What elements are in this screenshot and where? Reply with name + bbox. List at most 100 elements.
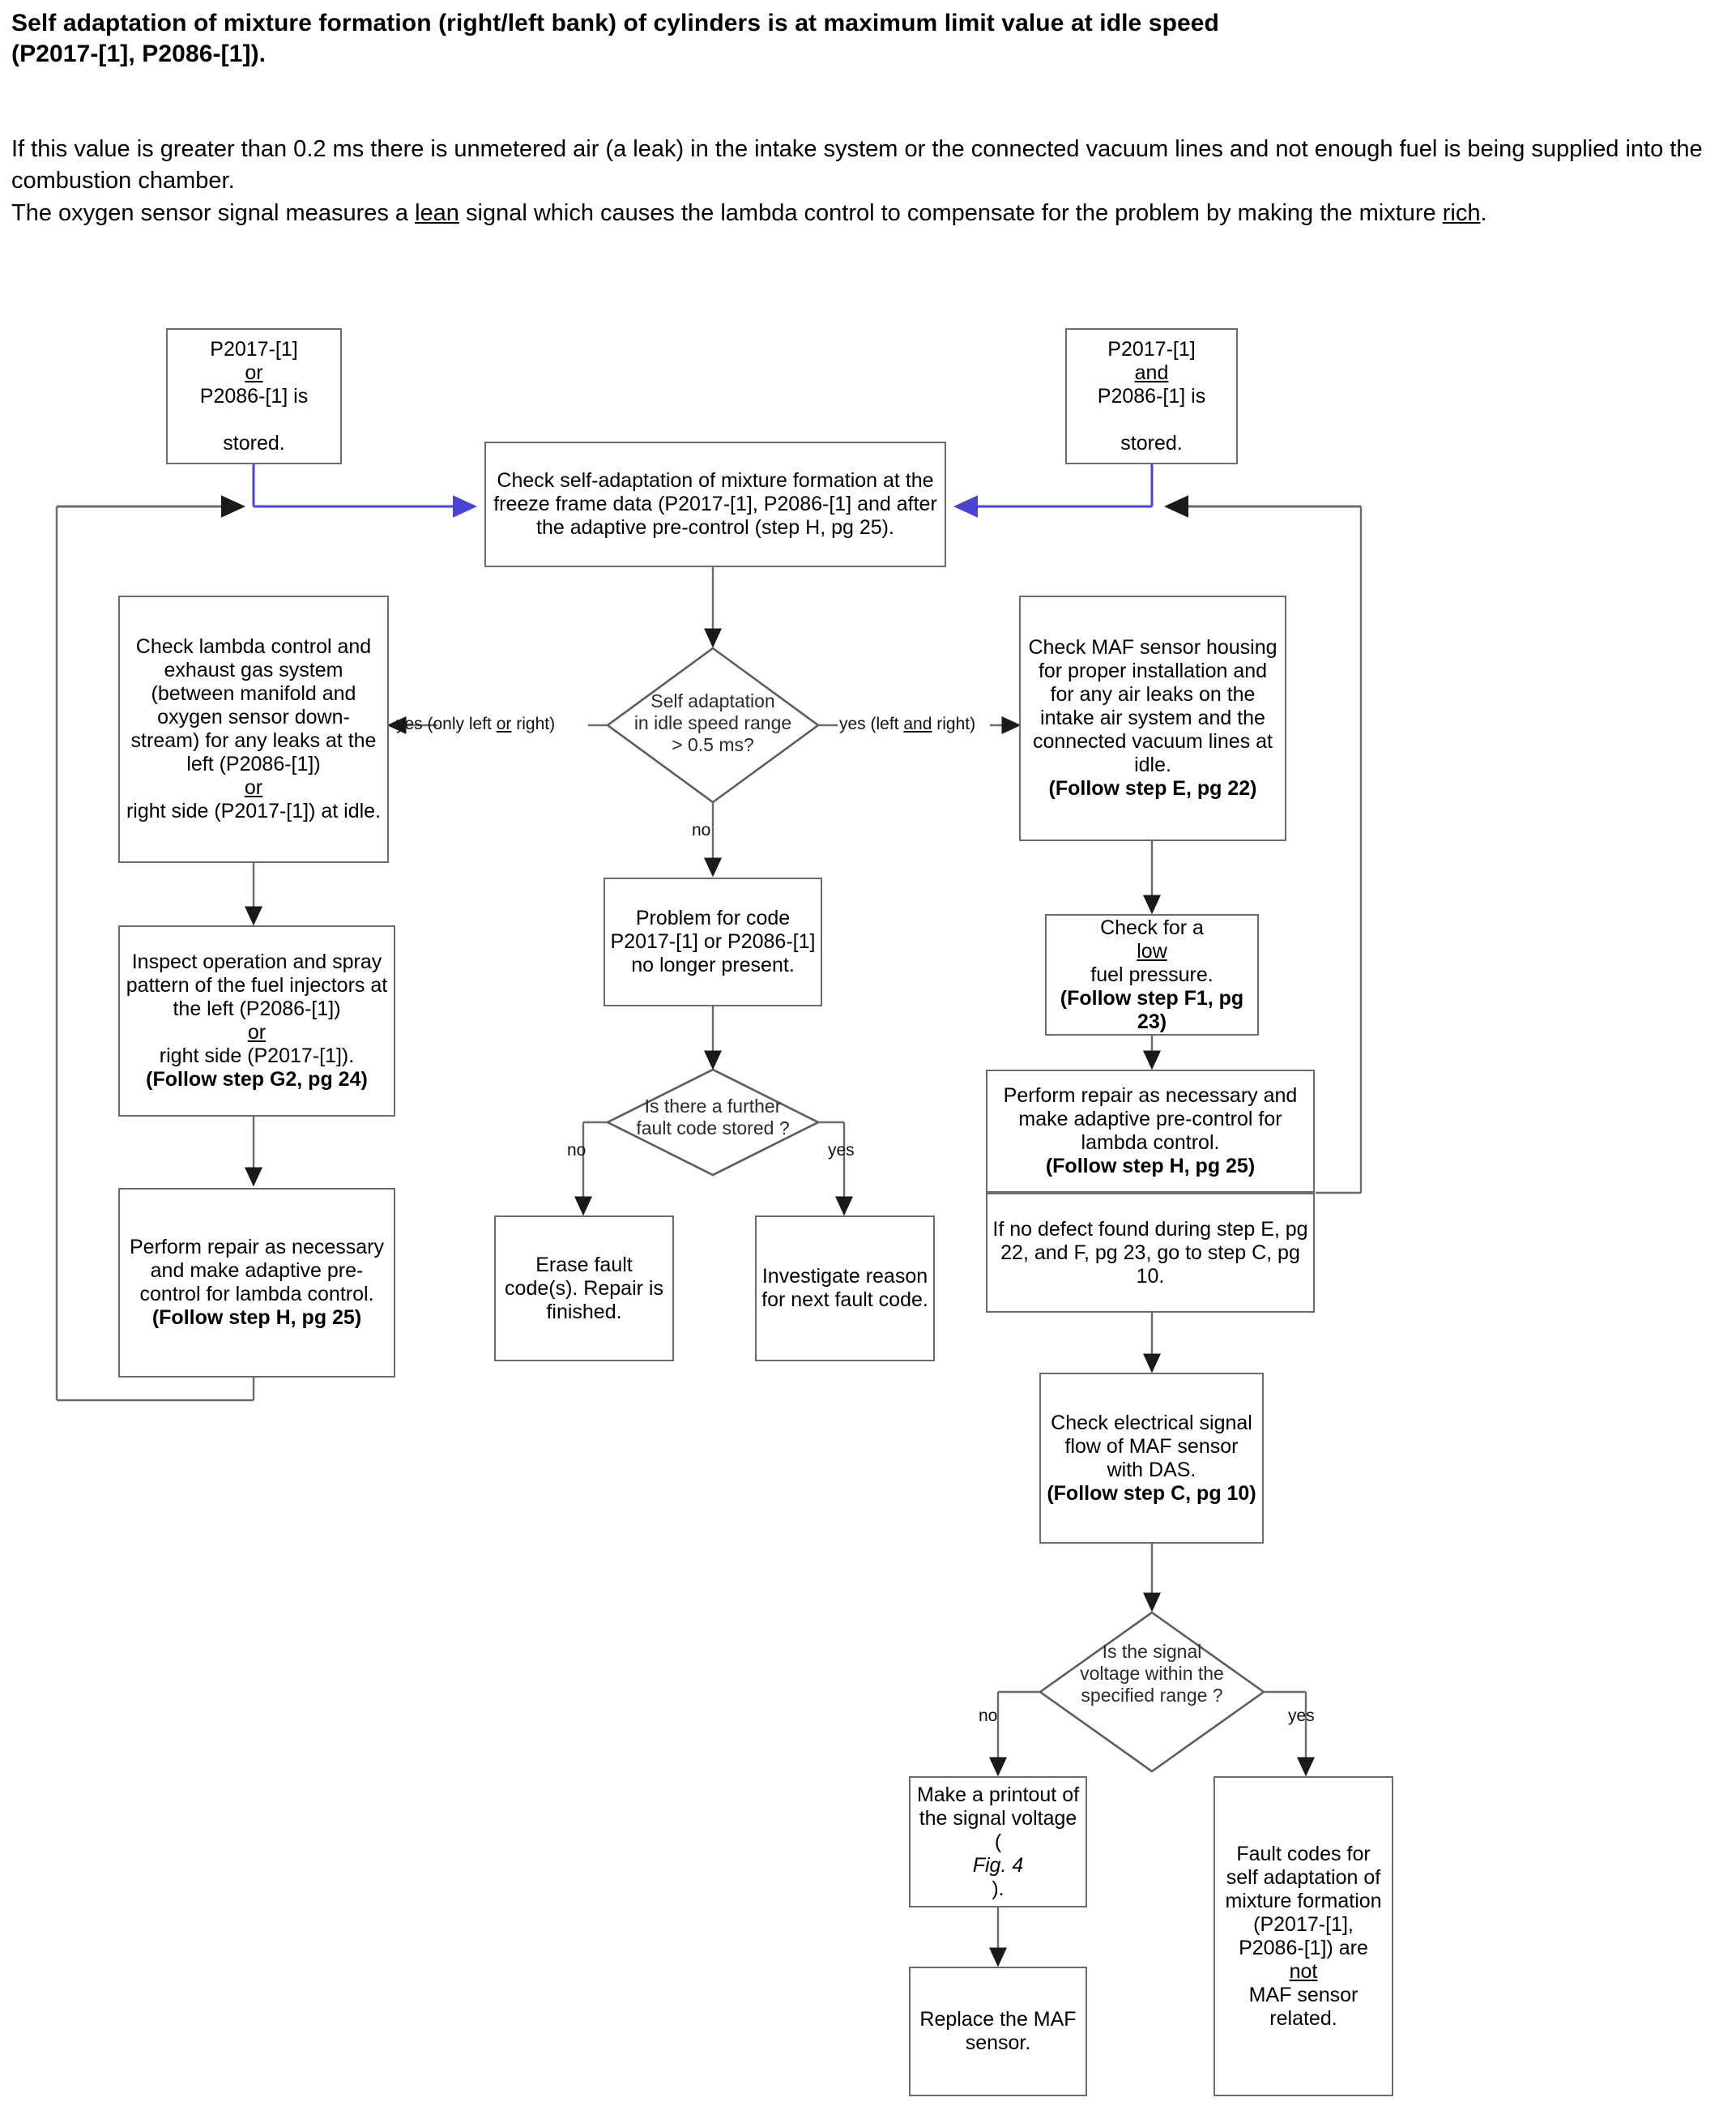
perform-repair-right-step: (Follow step H, pg 25) (1045, 1155, 1256, 1177)
check-fuel-pressure-step: (Follow step F1, pg 23) (1060, 986, 1244, 1033)
node-check-maf-housing[interactable]: Check MAF sensor housing for proper inst… (1019, 596, 1286, 841)
decision-idle-line3: > 0.5 ms? (672, 734, 754, 756)
inspect-injectors-part1: Inspect operation and spray pattern of t… (126, 950, 388, 1020)
edge-label-yes-signal-voltage: yes (1288, 1707, 1315, 1725)
perform-repair-right-part1: Perform repair as necessary and make ada… (1003, 1084, 1298, 1154)
paragraph-2: The oxygen sensor signal measures a lean… (11, 198, 1721, 229)
inspect-injectors-text: Inspect operation and spray pattern of t… (125, 950, 389, 1091)
inspect-injectors-part2: right side (P2017-[1]). (159, 1044, 355, 1067)
decision-further-fault-shape (605, 1068, 821, 1177)
investigate-reason-text: Investigate reason for next fault code. (761, 1265, 928, 1311)
start-left-line1: P2017-[1] (210, 337, 298, 361)
start-right-line1: P2017-[1] (1107, 337, 1196, 361)
make-printout-fig: Fig. 4 (972, 1853, 1024, 1877)
edge-label-no-further-fault: no (567, 1141, 586, 1160)
page-title: Self adaptation of mixture formation (ri… (11, 8, 1713, 70)
fault-codes-not-maf-text: Fault codes for self adaptation of mixtu… (1220, 1843, 1387, 2031)
title-line-1: Self adaptation of mixture formation (ri… (11, 10, 1219, 36)
check-fuel-pressure-part1: Check for a (1100, 916, 1204, 939)
decision-idle-speed-label: Self adaptation in idle speed range > 0.… (604, 690, 822, 756)
node-make-printout[interactable]: Make a printout of the signal voltage (F… (909, 1776, 1087, 1907)
edge-label-yes-only-left-or-right: yes (only left or right) (396, 715, 555, 734)
make-printout-part1: Make a printout of the signal voltage ( (916, 1783, 1080, 1853)
node-perform-repair-right[interactable]: Perform repair as necessary and make ada… (986, 1070, 1315, 1193)
node-replace-maf-sensor[interactable]: Replace the MAF sensor. (909, 1967, 1087, 2096)
intro-paragraphs: If this value is greater than 0.2 ms the… (11, 134, 1721, 229)
no-defect-note-text: If no defect found during step E, pg 22,… (992, 1217, 1308, 1288)
edge-yes-right-a: yes (left (839, 715, 904, 733)
perform-repair-right-text: Perform repair as necessary and make ada… (992, 1084, 1308, 1178)
paragraph-1: If this value is greater than 0.2 ms the… (11, 136, 1703, 194)
replace-maf-text: Replace the MAF sensor. (919, 2008, 1077, 2054)
start-left-line3: stored. (223, 431, 285, 455)
decision-further-fault-line1: Is there a further (644, 1096, 782, 1117)
check-lambda-part1: Check lambda control and exhaust gas sys… (130, 635, 377, 775)
node-start-left[interactable]: P2017-[1] or P2086-[1] is stored. (166, 328, 342, 464)
edge-label-no-signal-voltage: no (979, 1707, 998, 1725)
perform-repair-left-step: (Follow step H, pg 25) (151, 1306, 362, 1329)
node-check-self-adaptation[interactable]: Check self-adaptation of mixture formati… (484, 442, 946, 567)
start-right-line2: P2086-[1] is (1097, 384, 1206, 408)
node-inspect-injectors[interactable]: Inspect operation and spray pattern of t… (118, 925, 395, 1117)
start-right-line3: stored. (1120, 431, 1183, 455)
node-check-electrical-signal[interactable]: Check electrical signal flow of MAF sens… (1039, 1373, 1264, 1544)
inspect-injectors-or: or (247, 1021, 267, 1044)
check-electrical-part1: Check electrical signal flow of MAF sens… (1051, 1411, 1252, 1481)
perform-repair-left-part1: Perform repair as necessary and make ada… (129, 1236, 384, 1305)
check-electrical-text: Check electrical signal flow of MAF sens… (1046, 1412, 1257, 1506)
fault-codes-not-maf-not: not (1289, 1959, 1318, 1983)
start-left-line2: P2086-[1] is (199, 384, 309, 408)
check-lambda-part2: right side (P2017-[1]) at idle. (126, 800, 382, 822)
check-maf-housing-text: Check MAF sensor housing for proper inst… (1026, 636, 1280, 801)
edge-yes-left-or: or (496, 715, 512, 733)
make-printout-text: Make a printout of the signal voltage (F… (915, 1783, 1081, 1901)
check-electrical-step: (Follow step C, pg 10) (1047, 1481, 1256, 1505)
decision-further-fault-line2: fault code stored ? (636, 1117, 790, 1139)
node-erase-fault-codes[interactable]: Erase fault code(s). Repair is finished. (494, 1215, 674, 1361)
erase-fault-text: Erase fault code(s). Repair is finished. (505, 1253, 663, 1323)
decision-signal-voltage-line2: voltage within the (1080, 1663, 1224, 1685)
start-left-or: or (245, 361, 263, 384)
edge-label-yes-further-fault: yes (828, 1141, 855, 1160)
node-start-right[interactable]: P2017-[1] and P2086-[1] is stored. (1065, 328, 1238, 464)
decision-signal-voltage-shape (1038, 1611, 1266, 1773)
lean-emphasis: lean (415, 199, 459, 226)
decision-signal-voltage-line3: specified range ? (1081, 1685, 1223, 1707)
node-perform-repair-left[interactable]: Perform repair as necessary and make ada… (118, 1188, 395, 1378)
fault-codes-not-maf-part1: Fault codes for self adaptation of mixtu… (1225, 1842, 1382, 1959)
edge-label-no-idle: no (692, 821, 711, 839)
check-fuel-pressure-low: low (1137, 939, 1167, 963)
decision-idle-line2: in idle speed range (633, 712, 792, 734)
decision-further-fault-label: Is there a further fault code stored ? (606, 1096, 820, 1139)
rich-emphasis: rich (1442, 199, 1481, 226)
node-check-fuel-pressure[interactable]: Check for a low fuel pressure. (Follow s… (1045, 914, 1259, 1036)
node-start-left-text: P2017-[1] or P2086-[1] is stored. (173, 338, 335, 455)
node-investigate-reason[interactable]: Investigate reason for next fault code. (755, 1215, 935, 1361)
make-printout-part2: ). (992, 1877, 1004, 1900)
check-maf-housing-part1: Check MAF sensor housing for proper inst… (1028, 636, 1277, 776)
node-no-defect-note[interactable]: If no defect found during step E, pg 22,… (986, 1193, 1315, 1313)
problem-no-longer-text: Problem for code P2017-[1] or P2086-[1] … (610, 907, 816, 976)
node-problem-no-longer-present[interactable]: Problem for code P2017-[1] or P2086-[1] … (604, 878, 822, 1006)
fault-codes-not-maf-part2: MAF sensor related. (1248, 1983, 1359, 2030)
node-check-lambda-control[interactable]: Check lambda control and exhaust gas sys… (118, 596, 389, 863)
check-maf-housing-step: (Follow step E, pg 22) (1048, 777, 1257, 800)
check-lambda-text: Check lambda control and exhaust gas sys… (125, 635, 382, 823)
decision-idle-line1: Self adaptation (650, 690, 775, 711)
start-right-and: and (1134, 361, 1169, 384)
check-lambda-or: or (244, 776, 263, 799)
perform-repair-left-text: Perform repair as necessary and make ada… (125, 1236, 389, 1330)
edge-yes-right-b: right) (932, 715, 976, 733)
decision-signal-voltage-line1: Is the signal (1102, 1641, 1202, 1662)
node-fault-codes-not-maf[interactable]: Fault codes for self adaptation of mixtu… (1213, 1776, 1393, 2096)
paragraph-2-part-a: The oxygen sensor signal measures a (11, 199, 416, 226)
paragraph-2-part-c: . (1480, 199, 1487, 226)
edge-yes-right-and: and (903, 715, 932, 733)
edge-label-yes-left-and-right: yes (left and right) (839, 715, 975, 734)
inspect-injectors-step: (Follow step G2, pg 24) (146, 1068, 368, 1091)
node-start-right-text: P2017-[1] and P2086-[1] is stored. (1072, 338, 1231, 455)
title-line-2: (P2017-[1], P2086-[1]). (11, 41, 267, 68)
